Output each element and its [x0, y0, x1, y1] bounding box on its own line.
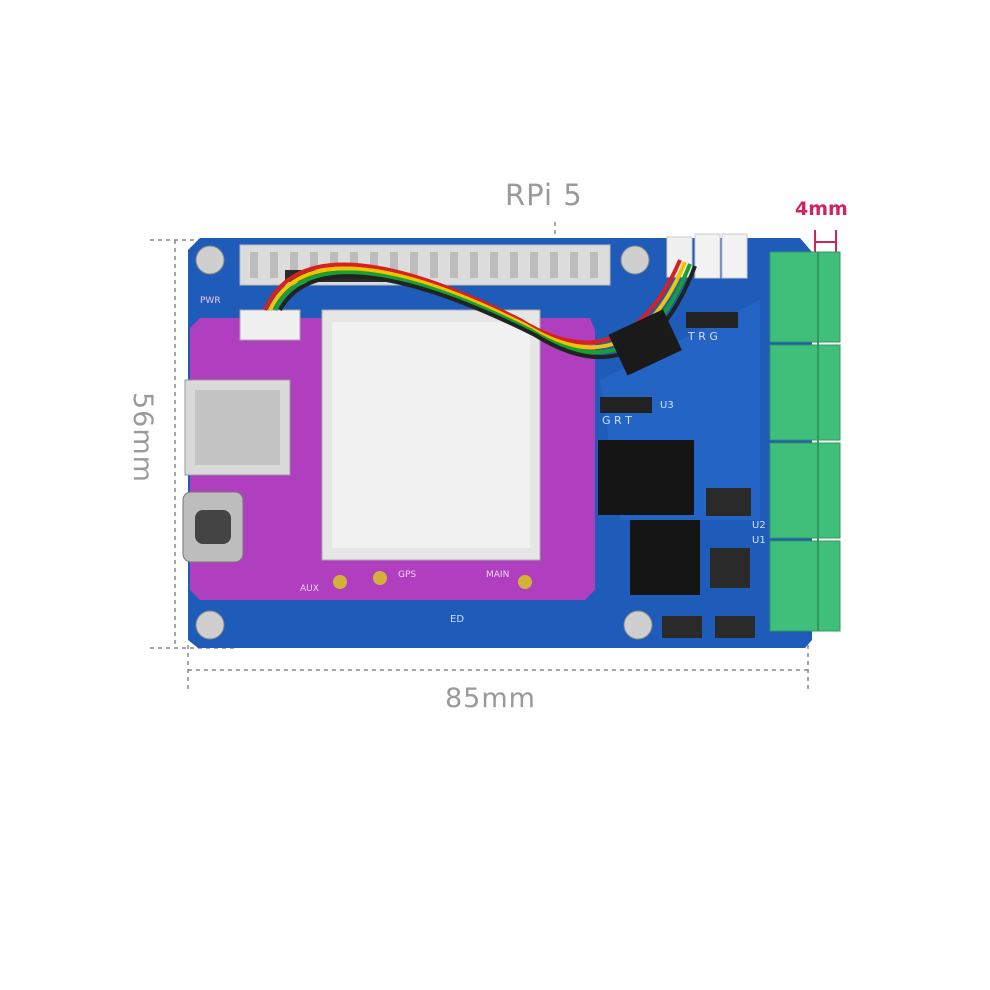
inductor-2 — [630, 520, 700, 595]
silk-trg: T R G — [688, 330, 718, 343]
silk-grt: G R T — [602, 414, 632, 427]
silk-ed: ED — [450, 614, 465, 625]
silk-aux: AUX — [300, 584, 319, 594]
silk-u1: U1 — [752, 535, 766, 546]
diode-2 — [710, 548, 750, 588]
terminal-block — [769, 251, 841, 632]
antenna-main — [518, 575, 532, 589]
connector-mid — [694, 233, 721, 279]
height-dimension-label: 56mm — [127, 392, 158, 483]
pin-header-trg — [686, 312, 738, 328]
pin-header-grt — [600, 397, 652, 413]
diode-3 — [662, 616, 702, 638]
ic-chip — [608, 309, 682, 376]
antenna-gps — [373, 571, 387, 585]
rpi-header-label: RPi 5 — [505, 178, 583, 212]
silk-u3: U3 — [660, 400, 674, 411]
module-connector — [239, 309, 301, 341]
antenna-aux — [333, 575, 347, 589]
silk-main: MAIN — [486, 570, 510, 580]
terminal-gap-label: 4mm — [795, 198, 848, 220]
inductor-1 — [598, 440, 694, 515]
diode-4 — [715, 616, 755, 638]
silk-pwr: PWR — [200, 296, 221, 306]
silk-gps: GPS — [398, 570, 417, 580]
diode-1 — [706, 488, 751, 516]
silk-u2: U2 — [752, 520, 766, 531]
width-dimension-label: 85mm — [445, 683, 536, 714]
gap-marker — [814, 230, 837, 255]
connector-right — [721, 233, 748, 279]
